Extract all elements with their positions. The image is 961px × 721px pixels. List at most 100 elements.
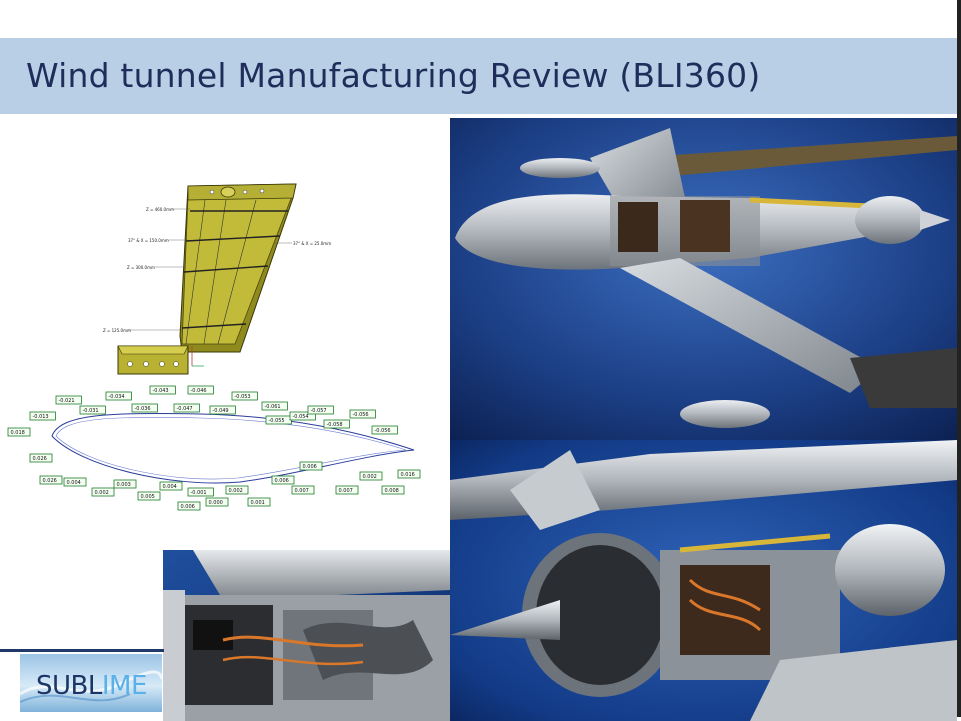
deviation-tag-box [29, 453, 53, 463]
deviation-tag-box [231, 391, 258, 401]
deviation-tag: 0.003 [117, 482, 131, 488]
deviation-tag-box [159, 481, 183, 491]
deviation-tag-box [323, 419, 350, 429]
deviation-tag: -0.057 [311, 408, 327, 414]
deviation-tag: 0.004 [67, 480, 81, 486]
deviation-tag: 0.002 [95, 490, 109, 496]
deviation-tag-box [271, 475, 295, 485]
internal-electronics-photo [163, 550, 450, 721]
cad-label: 37° & X = 150.0mm [128, 238, 169, 243]
cad-dimension-labels: Z = 460.0mm 37° & X = 150.0mm 37° & X = … [103, 207, 331, 333]
deviation-tag: 0.018 [11, 430, 25, 436]
footer-divider [0, 649, 164, 652]
deviation-tag-box [177, 501, 201, 511]
deviation-tag: -0.056 [353, 412, 369, 418]
deviation-tag: 0.002 [229, 488, 243, 494]
deviation-tag: -0.056 [375, 428, 391, 434]
photo-model-svg [450, 118, 957, 440]
deviation-tag: 0.008 [385, 488, 399, 494]
deviation-tag: 0.001 [251, 500, 265, 506]
deviation-tag-box [91, 487, 115, 497]
deviation-tag-box [205, 497, 229, 507]
deviation-tag-box [359, 471, 383, 481]
wing-3d-model [117, 183, 297, 375]
internal-duct [303, 620, 433, 680]
deviation-tag-box [187, 385, 214, 395]
logo-text: SUBLIME [36, 671, 147, 701]
logo-wave-graphic [20, 670, 162, 703]
wing-cad-svg: Z = 460.0mm 37° & X = 150.0mm 37° & X = … [7, 183, 421, 511]
deviation-tag-box [381, 485, 405, 495]
vertical-pylon [590, 128, 685, 218]
lower-wing [620, 258, 880, 393]
deviation-tag-box [173, 403, 200, 413]
deviation-tag-box [247, 497, 271, 507]
wind-tunnel-model-photo [450, 118, 957, 440]
photo-nacelle-svg [450, 440, 957, 721]
deviation-tag: 0.004 [163, 484, 177, 490]
cad-label: Z = 460.0mm [146, 207, 174, 212]
cad-label: Z = 300.0mm [127, 265, 155, 270]
deviation-tag-box [291, 485, 315, 495]
deviation-tag-box [39, 475, 63, 485]
deviation-tag: 0.005 [141, 494, 155, 500]
deviation-tag-box [335, 485, 359, 495]
wingtip-pod [680, 400, 770, 428]
deviation-tags: -0.013 -0.021 -0.031 -0.034 -0.036 -0.043 -0.0… [7, 385, 421, 511]
deviation-tag: 0.000 [209, 500, 223, 506]
deviation-tag: 0.026 [33, 456, 47, 462]
deviation-tag-box [371, 425, 398, 435]
deviation-tag: 0.002 [363, 474, 377, 480]
deviation-tag-box [29, 411, 56, 421]
photo-inset-svg [163, 550, 450, 721]
deviation-tag-box [105, 391, 132, 401]
deviation-tag: -0.036 [135, 406, 151, 412]
deviation-tag: 0.026 [43, 478, 57, 484]
deviation-tag: -0.047 [177, 406, 193, 412]
nacelle-closeup-photo [450, 440, 957, 721]
deviation-tag-box [307, 405, 334, 415]
deviation-tag-box [149, 385, 176, 395]
deviation-tag: 0.006 [303, 464, 317, 470]
deviation-tag-box [131, 403, 158, 413]
deviation-tag: 0.007 [295, 488, 309, 494]
sublime-logo: SUBLIME [20, 654, 162, 712]
title-bar: Wind tunnel Manufacturing Review (BLI360… [0, 38, 957, 114]
deviation-tag: -0.013 [33, 414, 49, 420]
deviation-tag: -0.031 [83, 408, 99, 414]
deviation-tag-box [137, 491, 161, 501]
deviation-tag-box [209, 405, 236, 415]
deviation-tag: -0.055 [269, 418, 285, 424]
deviation-tag-box [397, 469, 421, 479]
deviation-tag: -0.043 [153, 388, 169, 394]
upper-strut [600, 136, 957, 178]
deviation-tag: -0.053 [235, 394, 251, 400]
deviation-tag-box [261, 401, 288, 411]
deviation-tag: 0.006 [275, 478, 289, 484]
deviation-tag: -0.061 [265, 404, 281, 410]
deviation-tag: -0.058 [327, 422, 343, 428]
deviation-tag: 0.006 [181, 504, 195, 510]
deviation-tag: 0.016 [401, 472, 415, 478]
airfoil-section [51, 412, 415, 484]
deviation-tag: -0.034 [109, 394, 125, 400]
deviation-tag-box [113, 479, 137, 489]
deviation-tag-box [225, 485, 249, 495]
deviation-tag: -0.046 [191, 388, 207, 394]
deviation-tag: 0.007 [339, 488, 353, 494]
deviation-tag: -0.021 [59, 398, 75, 404]
wing-cad-figure: Z = 460.0mm 37° & X = 150.0mm 37° & X = … [0, 116, 447, 548]
deviation-tag: -0.001 [191, 490, 207, 496]
cad-label: 37° & X = 25.0mm [293, 241, 331, 246]
deviation-tag-box [79, 405, 106, 415]
deviation-tag-box [7, 427, 31, 437]
deviation-tag-box [299, 461, 323, 471]
spinner-cone [450, 600, 560, 640]
nacelle [855, 196, 925, 244]
deviation-tag-box [55, 395, 82, 405]
slide-title: Wind tunnel Manufacturing Review (BLI360… [26, 56, 761, 95]
deviation-tag-box [349, 409, 376, 419]
cad-label: Z = 125.0mm [103, 328, 131, 333]
deviation-tag: -0.054 [293, 414, 309, 420]
